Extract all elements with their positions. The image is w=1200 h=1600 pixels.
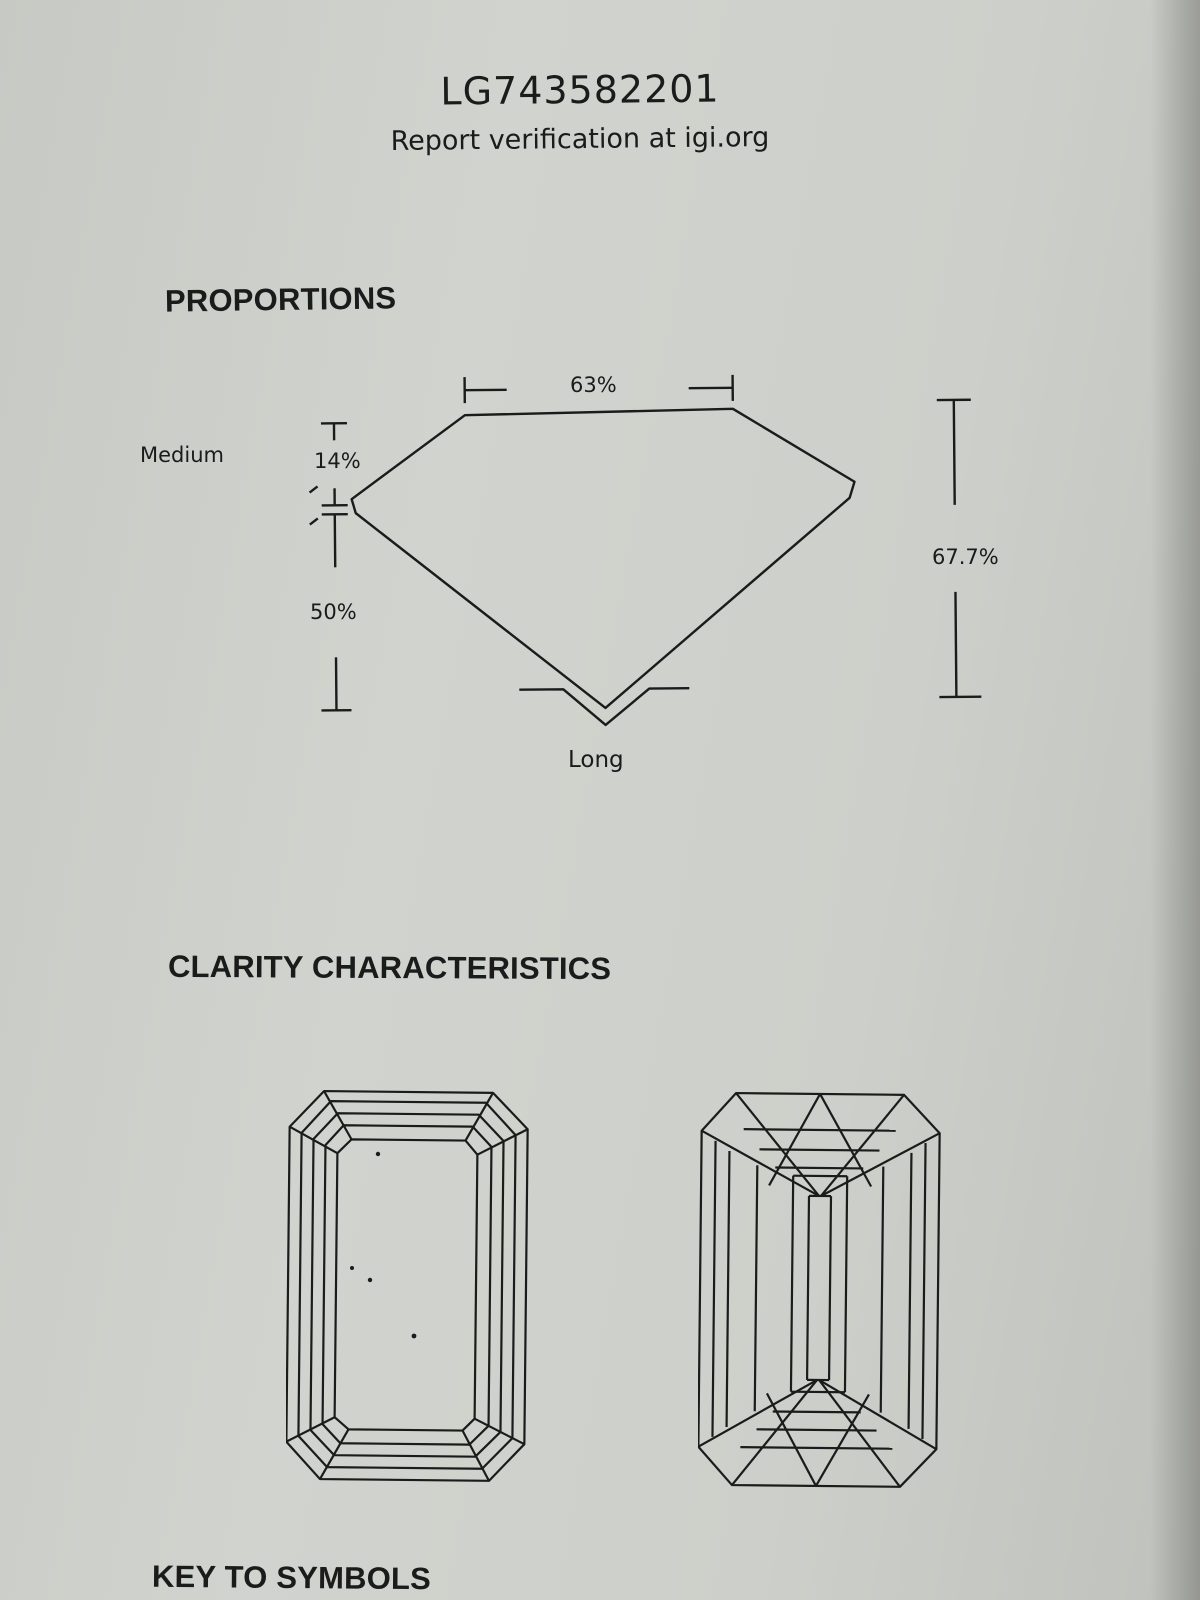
key-to-symbols-heading: KEY TO SYMBOLS xyxy=(151,1558,432,1597)
inclusion-mark xyxy=(350,1266,354,1270)
total-depth-label: 67.7% xyxy=(932,545,999,569)
inclusion-mark xyxy=(375,1151,381,1157)
crown-height-bracket xyxy=(308,422,348,507)
inclusion-mark xyxy=(367,1277,373,1283)
culet-indicator xyxy=(519,687,690,727)
emerald-cut-crown-icon xyxy=(286,1089,529,1482)
emerald-cut-pavilion-icon xyxy=(698,1091,941,1488)
clarity-characteristics-heading: CLARITY CHARACTERISTICS xyxy=(167,948,612,987)
proportions-diagram: 63% Medium 14% 50% 67.7% Long xyxy=(140,373,999,773)
table-percent-label: 63% xyxy=(570,373,617,397)
culet-label: Long xyxy=(568,747,624,773)
crown-height-label: 14% xyxy=(314,449,361,473)
table-width-bracket xyxy=(463,374,734,404)
inclusion-mark xyxy=(411,1333,417,1339)
girdle-label: Medium xyxy=(140,443,224,467)
total-depth-bracket xyxy=(936,398,982,699)
pavilion-depth-bracket xyxy=(309,513,352,712)
pavilion-depth-label: 50% xyxy=(310,600,357,624)
page-edge-shadow xyxy=(1150,0,1200,1600)
diamond-profile-icon xyxy=(350,407,856,710)
